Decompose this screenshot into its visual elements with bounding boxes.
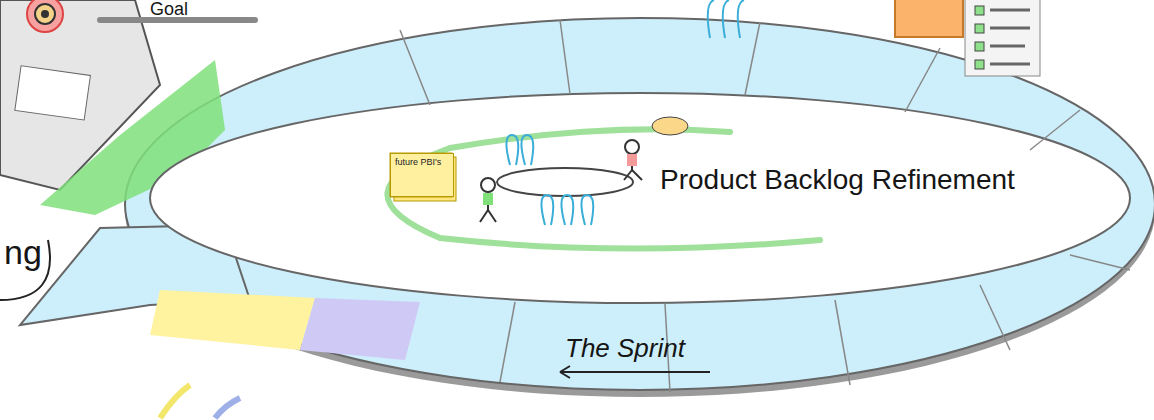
increment-box (895, 0, 963, 37)
label: Goal (150, 0, 188, 20)
retro-segment (300, 298, 420, 360)
doodle (215, 398, 240, 418)
checklist (965, 0, 1040, 76)
refinement-loop (387, 148, 820, 249)
ring-inner (150, 93, 1130, 303)
speech-bubble (652, 117, 688, 135)
team-figures (708, 0, 744, 38)
kanban-board (15, 66, 91, 120)
target (35, 4, 55, 24)
figure-shirt (627, 154, 637, 166)
checklist-items (975, 6, 1030, 69)
review-segment (150, 290, 315, 350)
direction-arrow (560, 366, 710, 378)
target (27, 0, 63, 32)
note-text: future PBI's (395, 157, 449, 167)
team-figures (506, 135, 593, 225)
stakeholder-figures (480, 140, 642, 222)
target (41, 10, 49, 18)
doodle (160, 385, 190, 418)
figure-shirt (483, 193, 493, 205)
sticky-note: future PBI's (390, 153, 454, 197)
label: The Sprint (565, 334, 685, 363)
label: ng (4, 234, 42, 271)
label: Product Backlog Refinement (660, 165, 1015, 196)
table (497, 168, 633, 196)
refinement-loop (450, 129, 730, 148)
